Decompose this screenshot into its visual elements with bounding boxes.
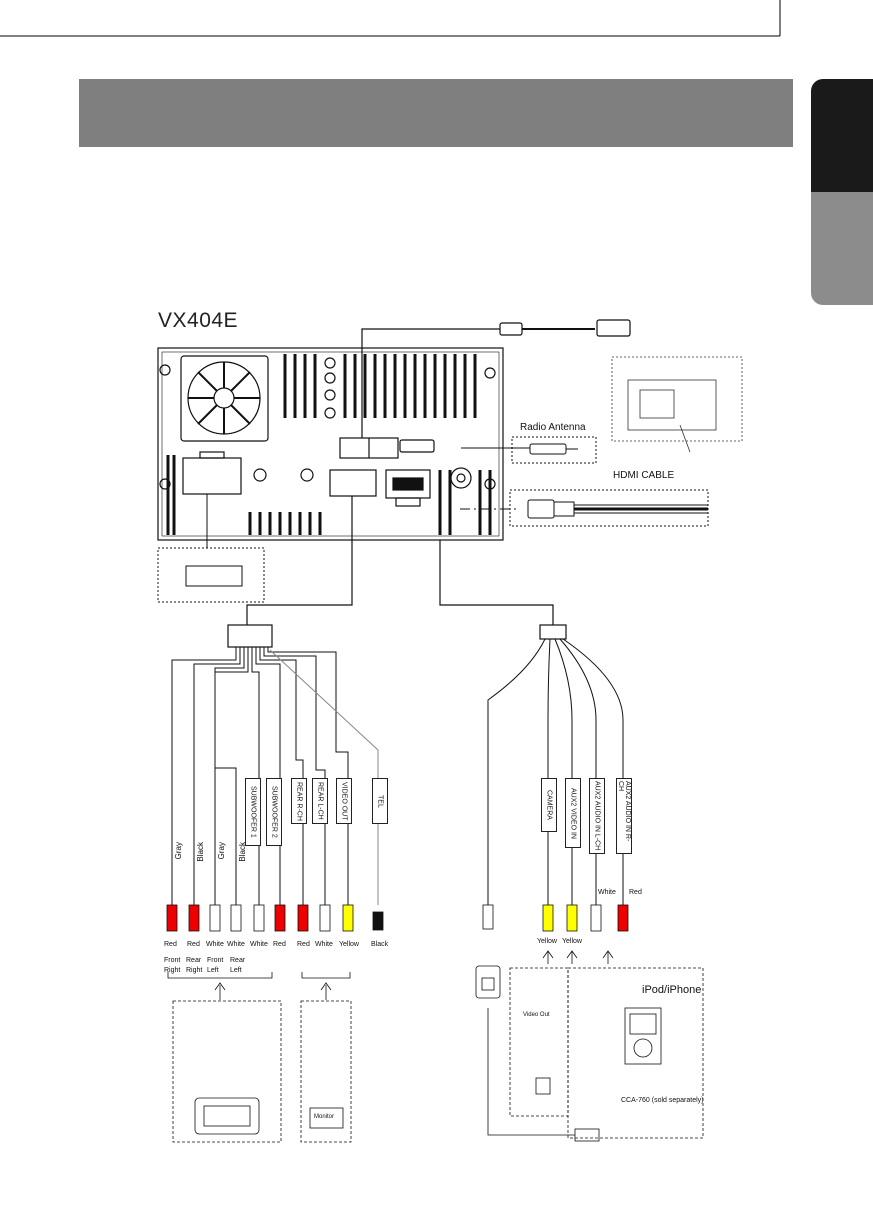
plug-label: Red [187, 941, 200, 948]
tag-rear-r-ch: REAR R-CH [291, 778, 307, 824]
left-wires [171, 647, 379, 905]
tag-tel: TEL [372, 778, 388, 824]
plug-label: Red [273, 941, 286, 948]
tag-subwoofer-1: SUBWOOFER 1 [245, 778, 261, 846]
ipod-label: iPod/iPhone [642, 984, 702, 996]
wire-color-3: Gray [217, 842, 226, 860]
top-color-label: White [598, 889, 616, 896]
wire-color-4: Black [238, 842, 247, 862]
amplifier-box [172, 1000, 282, 1143]
language-tab[interactable] [811, 192, 873, 305]
top-color-label: Red [629, 889, 642, 896]
plug-label: White [206, 941, 224, 948]
radio-antenna-label: Radio Antenna [520, 422, 586, 433]
crop-mark [0, 0, 781, 37]
tag-camera: CAMERA [541, 778, 557, 832]
tag-aux2-audio-r: AUX2 AUDIO IN R-CH [616, 778, 632, 854]
monitor-box [300, 1000, 352, 1143]
right-wires [487, 638, 624, 905]
harness-runs [227, 496, 567, 648]
head-unit-rear [157, 347, 504, 541]
plug-label: White [315, 941, 333, 948]
mount-inset-photo [611, 356, 743, 453]
wire-color-1: Gray [174, 842, 183, 860]
plug-label: White [250, 941, 268, 948]
accessory-boxes [475, 950, 704, 1142]
monitor-label: Monitor [314, 1114, 335, 1120]
model-name: VX404E [158, 309, 239, 332]
wire-color-2: Black [196, 842, 205, 862]
plug-label: White [227, 941, 245, 948]
language-tab-active[interactable] [811, 79, 873, 192]
tag-rear-l-ch: REAR L-CH [312, 778, 328, 824]
left-brackets [167, 972, 351, 1000]
power-harness [157, 494, 265, 603]
tag-video-out: VIDEO OUT [336, 778, 352, 824]
tag-aux2-audio-l: AUX2 AUDIO IN L-CH [589, 778, 605, 854]
hdmi-cable-label: HDMI CABLE [613, 470, 675, 481]
plug-label-right: Yellow [562, 938, 582, 945]
plug-label-right: Yellow [537, 938, 557, 945]
left-rca-plugs [166, 904, 384, 932]
right-rca-plugs [482, 904, 629, 932]
radio-antenna [461, 436, 597, 464]
video-out-label: Video Out [523, 1012, 550, 1018]
top-cable [361, 319, 631, 438]
section-header-bar [79, 79, 793, 147]
tag-subwoofer-2: SUBWOOFER 2 [266, 778, 282, 846]
hdmi-cable [460, 489, 709, 527]
plug-label: Red [297, 941, 310, 948]
cca-label: CCA-760 (sold separately) [621, 1097, 704, 1104]
plug-label: Black [371, 941, 389, 948]
tag-aux2-video-in: AUX2 VIDEO IN [565, 778, 581, 848]
plug-label: Red [164, 941, 177, 948]
plug-label: Yellow [339, 941, 359, 948]
